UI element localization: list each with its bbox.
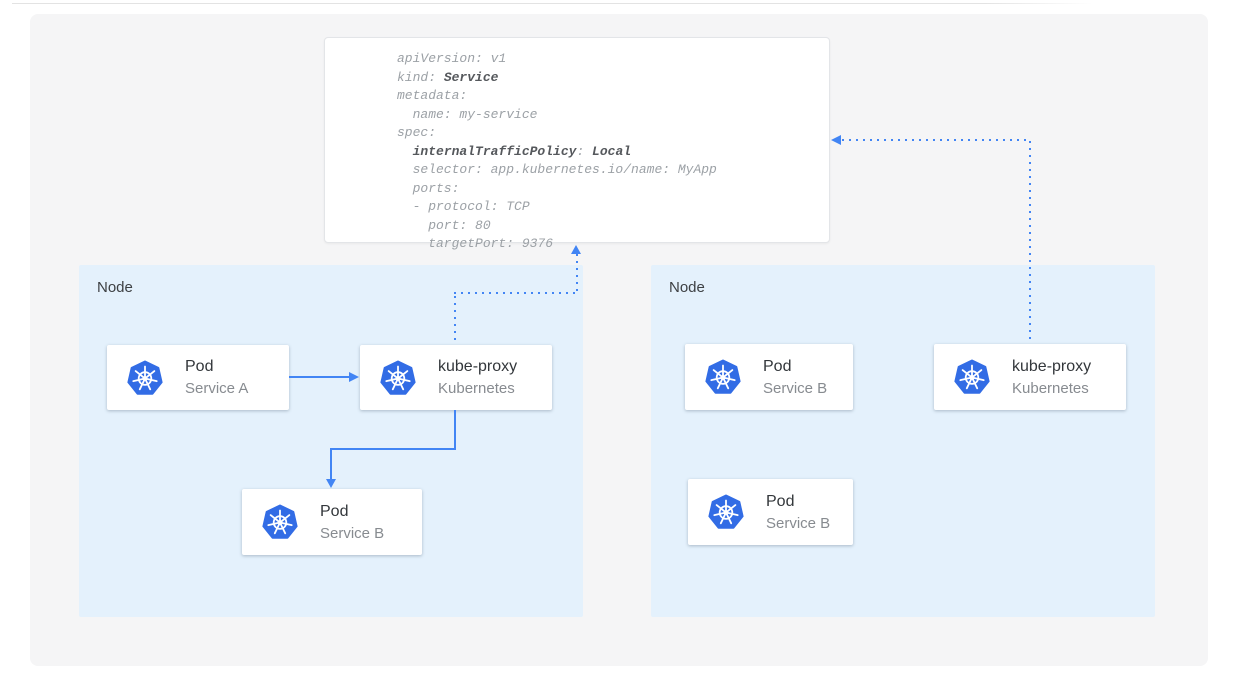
- card-title: Pod: [766, 492, 795, 510]
- yaml-line: kind: Service: [397, 69, 499, 85]
- node-box-left: Node: [79, 265, 583, 617]
- top-divider: [12, 3, 1093, 4]
- card-title: Pod: [320, 502, 349, 520]
- yaml-line: - protocol: TCP: [397, 199, 530, 214]
- service-yaml-snippet: apiVersion: v1 kind: Service metadata: n…: [324, 37, 830, 251]
- kubernetes-icon: [380, 360, 416, 396]
- line-segment: [330, 448, 456, 450]
- line-segment: [289, 376, 351, 378]
- node-box-right: Node: [651, 265, 1155, 617]
- arrowhead: [326, 479, 336, 488]
- card-title: kube-proxy: [1012, 357, 1092, 375]
- card-title: Pod: [763, 357, 792, 375]
- arrowhead: [571, 245, 581, 254]
- kubernetes-icon: [262, 504, 298, 540]
- dotted-segment: [1029, 141, 1031, 344]
- line-segment: [454, 410, 456, 449]
- yaml-line: apiVersion: v1: [397, 51, 507, 66]
- yaml-line: targetPort: 9376: [397, 236, 554, 251]
- card-pod-service-b-right-bottom: Pod Service B: [688, 479, 853, 545]
- arrowhead: [349, 372, 359, 382]
- node-label: Node: [97, 279, 133, 296]
- card-subtitle: Service B: [766, 514, 831, 532]
- card-subtitle: Kubernetes: [1012, 379, 1089, 397]
- yaml-line: port: 80: [397, 217, 491, 233]
- card-pod-service-b-right-top: Pod Service B: [685, 344, 853, 410]
- yaml-line: spec:: [397, 125, 437, 140]
- yaml-line: name: my-service: [397, 106, 538, 122]
- kubernetes-icon: [705, 359, 741, 395]
- yaml-line: internalTrafficPolicy: Local: [412, 143, 632, 159]
- dotted-segment: [576, 254, 578, 292]
- card-subtitle: Service B: [763, 379, 828, 397]
- yaml-line: ports:: [397, 180, 460, 196]
- yaml-line: selector: app.kubernetes.io/name: MyApp: [397, 162, 717, 177]
- card-kube-proxy-left: kube-proxy Kubernetes: [360, 345, 552, 410]
- card-subtitle: Service B: [320, 524, 385, 542]
- dotted-segment: [454, 292, 578, 294]
- dotted-segment: [454, 296, 456, 344]
- yaml-line: metadata:: [397, 88, 468, 103]
- kubernetes-icon: [708, 494, 744, 530]
- card-subtitle: Service A: [185, 380, 249, 397]
- card-kube-proxy-right: kube-proxy Kubernetes: [934, 344, 1126, 410]
- dotted-segment: [842, 139, 1031, 141]
- card-subtitle: Kubernetes: [438, 380, 515, 397]
- node-label: Node: [669, 279, 705, 296]
- card-title: kube-proxy: [438, 358, 518, 375]
- kubernetes-icon: [954, 359, 990, 395]
- card-pod-service-b-left: Pod Service B: [242, 489, 422, 555]
- card-pod-service-a: Pod Service A: [107, 345, 289, 410]
- card-title: Pod: [185, 358, 214, 375]
- arrowhead: [831, 135, 841, 145]
- line-segment: [330, 450, 332, 479]
- kubernetes-icon: [127, 360, 163, 396]
